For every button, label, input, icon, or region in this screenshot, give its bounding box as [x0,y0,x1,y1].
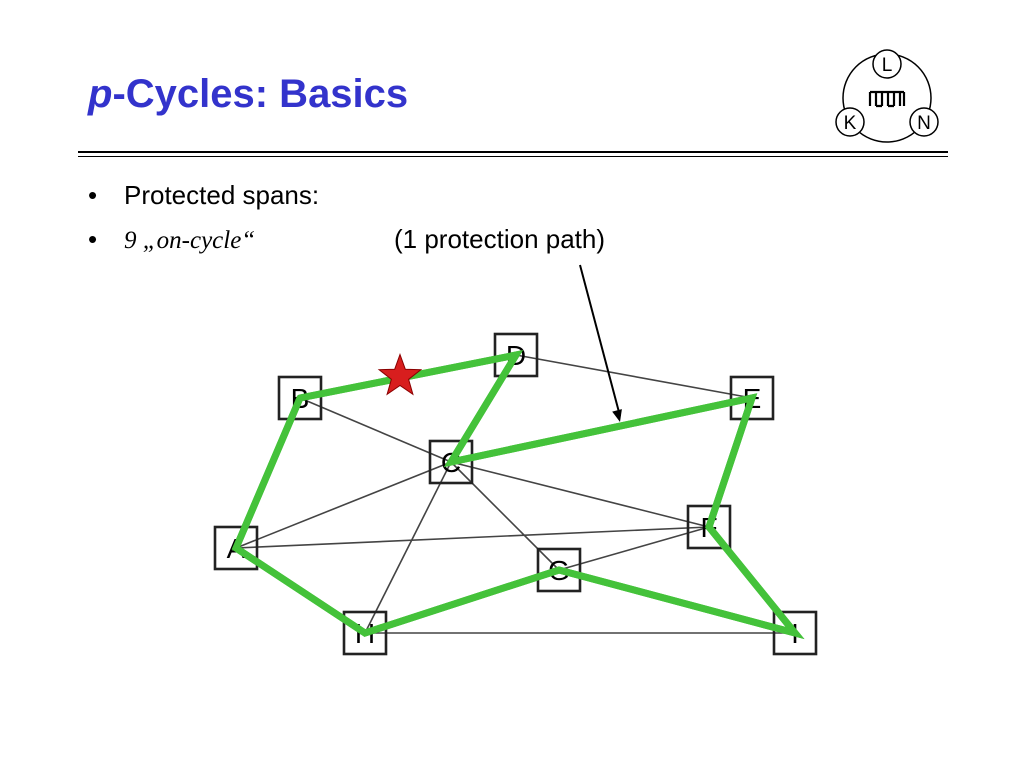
title-rest: -Cycles: Basics [112,72,409,116]
annotation-arrow [579,264,621,417]
node-box-I [772,610,818,656]
lkn-logo: L K N [835,49,939,143]
edge-A-F [235,526,710,549]
bullet-symbol: • [88,224,98,254]
node-box-C [428,439,474,485]
bullet-text: 9 „on-cycle“ [124,227,256,254]
edge-C-F [450,461,710,528]
protection-path-annotation: (1 protection path) [394,224,606,254]
tum-logo-mark [868,90,906,108]
logo-letter-k: K [844,113,857,134]
node-box-A [213,525,259,571]
logo-letter-l: L [882,55,893,76]
annotation-arrowhead-icon [612,409,622,422]
logo-letter-n: N [917,113,931,134]
node-box-E [729,375,775,421]
title-rule-thin [78,156,948,157]
edge-C-G [450,461,560,571]
node-box-D [493,332,539,378]
slide-title: p-Cycles: Basics [88,72,408,117]
bullet-on-cycle: • 9 „on-cycle“ [88,224,255,255]
edge-G-F [558,526,710,571]
node-box-H [342,610,388,656]
node-box-F [686,504,732,550]
overlay-group [231,264,805,640]
node-box-G [536,547,582,593]
bullet-symbol: • [88,180,98,210]
edge-C-H [364,461,452,634]
edge-C-A [235,461,452,549]
p-cycle-overlay [231,350,805,640]
bullet-text: Protected spans: [124,180,320,210]
edge-D-E [515,354,753,399]
plain-edges [235,354,795,634]
title-prefix: p [88,72,113,116]
node-box-B [277,375,323,421]
title-rule-thick [78,151,948,153]
bullet-protected-spans: • Protected spans: [88,180,319,211]
failure-star-icon [377,353,423,396]
edge-B-C [299,397,452,463]
